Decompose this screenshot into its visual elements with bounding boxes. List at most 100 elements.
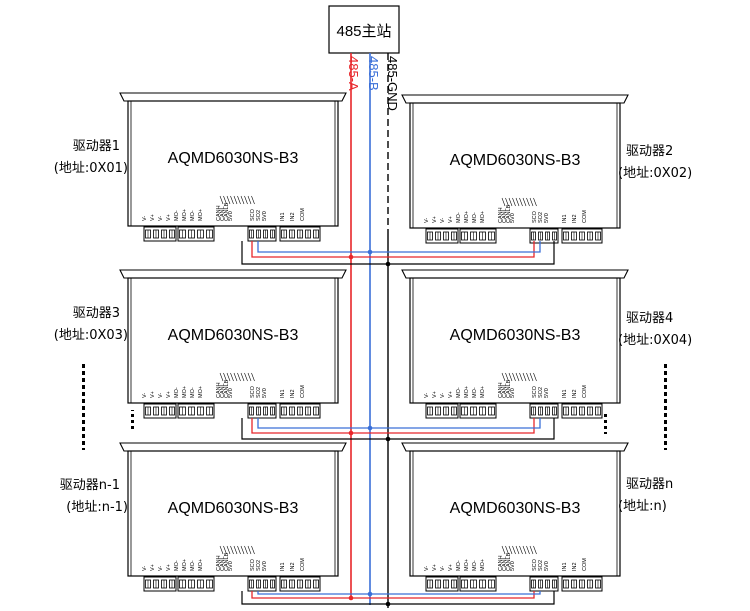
driver-model-label: AQMD6030NS-B3: [168, 500, 299, 517]
pin-label: 5V0: [544, 213, 550, 223]
pin-label: IN2: [572, 562, 578, 571]
pin-label: CANLB: [224, 379, 230, 398]
pin-label: COM: [582, 558, 588, 571]
pin-label: CANH: [498, 382, 504, 398]
terminal-block: [529, 228, 559, 244]
pin-label: V+: [432, 391, 438, 398]
pin-label: V+: [432, 216, 438, 223]
pin-label: 5V0: [262, 211, 268, 221]
pin-label: SCO: [250, 208, 256, 221]
terminal-block: [143, 403, 177, 419]
pin-label: 5V0: [228, 388, 234, 398]
pin-label: SCO: [250, 558, 256, 571]
driver-model-label: AQMD6030NS-B3: [450, 152, 581, 169]
driver-body: [409, 102, 621, 229]
driver-model-label: AQMD6030NS-B3: [450, 327, 581, 344]
pin-label: 5V0: [510, 388, 516, 398]
terminal-block: [279, 403, 321, 419]
pin-label: V-: [158, 566, 164, 571]
pin-label: MO+: [182, 386, 188, 398]
pin-label: V-: [440, 218, 446, 223]
pin-label: CANL: [220, 206, 226, 221]
pin-label: V-: [158, 393, 164, 398]
pin-label: MO+: [182, 559, 188, 571]
pin-label: IN1: [280, 212, 286, 221]
terminal-block: [425, 576, 459, 592]
pin-label: CANLB: [224, 202, 230, 221]
driver-address-label: (地址:0X04): [618, 333, 692, 348]
driver-address-label: (地址:n): [618, 499, 667, 514]
pin-label: V-: [158, 216, 164, 221]
pin-label: MO-: [456, 387, 462, 398]
pin-label: SO2: [538, 560, 544, 571]
pin-label: CANH: [216, 205, 222, 221]
driver-name-label: 驱动器n: [626, 477, 673, 492]
pin-label: SCO: [532, 385, 538, 398]
driver-top-rail: [401, 94, 629, 104]
pin-label: COM: [582, 385, 588, 398]
pin-label: CANH: [498, 555, 504, 571]
pin-label: MO-: [456, 560, 462, 571]
pin-label: V-: [440, 566, 446, 571]
driver-name-label: 驱动器3: [73, 306, 120, 321]
pin-label: IN1: [280, 562, 286, 571]
pin-label: CANH: [216, 382, 222, 398]
terminal-block: [529, 403, 559, 419]
pin-label: MO+: [182, 209, 188, 221]
pin-label: V-: [424, 218, 430, 223]
pin-label: MO+: [198, 209, 204, 221]
driver-unit: AQMD6030NS-B3V-V+V-V+MO-MO+MO-MO+CANHCAN…: [119, 269, 347, 419]
pin-label: SO2: [256, 210, 262, 221]
pin-label: SCO: [532, 210, 538, 223]
driver-name-label: 驱动器1: [73, 139, 120, 154]
pin-label: SO2: [256, 560, 262, 571]
pin-label: 5V0: [544, 561, 550, 571]
pin-label: SO2: [538, 212, 544, 223]
pin-label: CANL: [220, 383, 226, 398]
driver-side-labels: 驱动器1(地址:0X01)驱动器2(地址:0X02)驱动器3(地址:0X03)驱…: [54, 139, 693, 515]
pin-label: IN2: [572, 389, 578, 398]
driver-name-label: 驱动器2: [626, 144, 673, 159]
pin-label: MO+: [464, 559, 470, 571]
driver-name-label: 驱动器4: [626, 311, 673, 326]
terminal-block: [247, 226, 277, 242]
pin-label: IN1: [562, 562, 568, 571]
pin-label: 5V0: [262, 561, 268, 571]
pin-label: CANL: [502, 556, 508, 571]
terminal-block: [425, 228, 459, 244]
terminal-block: [177, 576, 215, 592]
pin-label: SCO: [250, 385, 256, 398]
bus-label-b: 485-B: [366, 56, 381, 91]
pin-label: MO+: [464, 386, 470, 398]
pin-label: CANLB: [506, 379, 512, 398]
pin-label: MO-: [190, 560, 196, 571]
pin-label: V+: [166, 214, 172, 221]
pin-label: MO-: [190, 387, 196, 398]
pin-label: 5V0: [228, 211, 234, 221]
pin-label: MO-: [174, 560, 180, 571]
pin-label: SO2: [538, 387, 544, 398]
driver-body: [127, 100, 339, 227]
pin-label: MO-: [190, 210, 196, 221]
pin-label: IN1: [280, 389, 286, 398]
pin-label: CANL: [220, 556, 226, 571]
driver-address-label: (地址:0X01): [54, 161, 128, 176]
pin-label: V-: [424, 393, 430, 398]
pin-label: V+: [166, 391, 172, 398]
pin-label: V-: [142, 566, 148, 571]
driver-unit: AQMD6030NS-B3V-V+V-V+MO-MO+MO-MO+CANHCAN…: [401, 269, 629, 419]
terminal-block: [177, 226, 215, 242]
driver-address-label: (地址:n-1): [66, 500, 128, 515]
driver-top-rail: [401, 442, 629, 452]
driver-body: [409, 450, 621, 577]
master-station-label: 485主站: [336, 23, 391, 40]
driver-body: [127, 450, 339, 577]
terminal-block: [143, 576, 177, 592]
continuation-dots: [82, 364, 667, 450]
driver-unit: AQMD6030NS-B3V-V+V-V+MO-MO+MO-MO+CANHCAN…: [401, 94, 629, 244]
pin-label: CANLB: [506, 204, 512, 223]
pin-label: 5V0: [510, 213, 516, 223]
pin-label: IN2: [290, 562, 296, 571]
